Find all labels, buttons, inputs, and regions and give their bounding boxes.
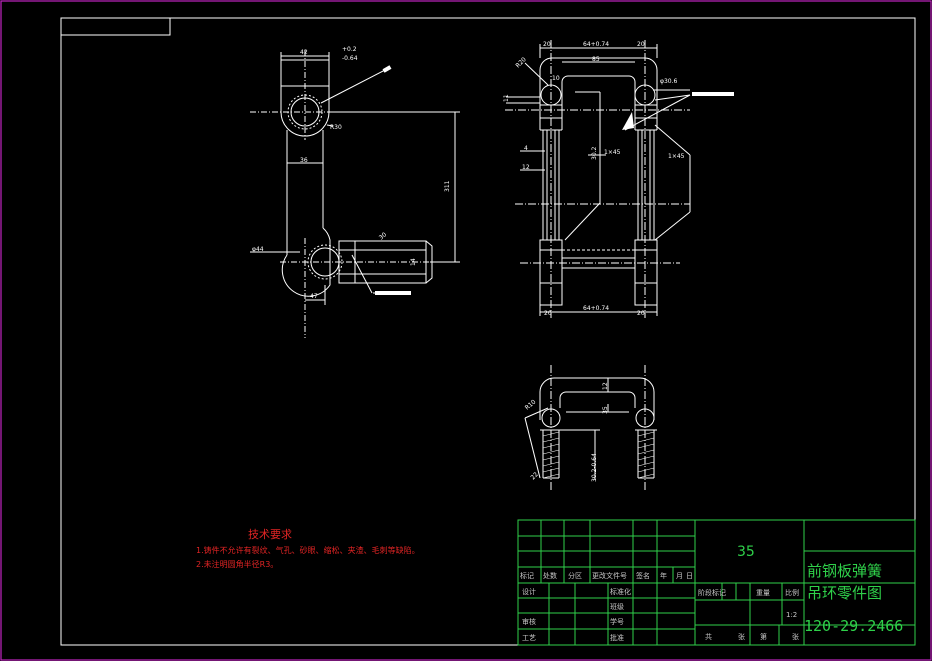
dim-side-bottom-dia: φ44 — [252, 246, 264, 253]
stage-label: 阶段标记 — [698, 588, 726, 597]
dim-bot-35: 35 — [602, 406, 609, 414]
rev-header-month: 月 — [676, 572, 683, 580]
dim-front-bottom-w2: 20 — [637, 310, 645, 317]
role-standardize: 标准化 — [610, 587, 631, 596]
dim-bot-vert: 30.2-0.64 — [591, 453, 598, 482]
role-review: 审核 — [522, 617, 536, 626]
drawing-name-line1: 前钢板弹簧 — [807, 562, 882, 580]
dim-side-tol-upper: +0.2 — [342, 46, 357, 53]
rev-header-sign: 签名 — [636, 571, 650, 580]
dim-front-chamfer2: 1×45 — [604, 149, 621, 156]
drawing-name-line2: 吊环零件图 — [807, 584, 882, 602]
dim-front-top-w2: 20 — [637, 41, 645, 48]
front-leader-flag — [692, 92, 734, 96]
dim-front-dia: φ30.6 — [660, 78, 678, 85]
dim-side-r: R30 — [330, 124, 342, 131]
dim-bot-r: R10 — [524, 398, 538, 411]
front-arrow — [622, 112, 634, 130]
material-value: 35 — [737, 544, 755, 560]
sheet-unit-label-2: 张 — [792, 632, 799, 641]
dim-bot-22: 22 — [529, 471, 539, 481]
corner-code-box — [60, 17, 171, 36]
weight-label: 重量 — [756, 589, 770, 597]
sheet-total-label: 共 — [705, 632, 712, 641]
sheet-num-label: 第 — [760, 632, 767, 641]
dim-front-top-tol: 64+0.74 — [583, 41, 609, 48]
dim-front-chamfer: 1×45 — [668, 153, 685, 160]
technical-requirements: 技术要求 1.铸件不允许有裂纹、气孔、砂眼、缩松、夹渣、毛刺等缺陷。 2.未注明… — [196, 528, 420, 569]
side-view-dims: 42 +0.2 -0.64 R30 36 311 φ44 47 30 14 — [252, 46, 451, 300]
dim-front-vert: 30.2 — [591, 146, 598, 160]
dim-front-left-4: 4 — [524, 145, 528, 152]
dim-front-r: R20 — [514, 56, 527, 69]
dim-side-height: 311 — [444, 180, 451, 192]
dim-front-bottom-tol: 64+0.74 — [583, 305, 609, 312]
dim-side-arm-width: 36 — [300, 157, 308, 164]
dim-front-left-12: 12 — [522, 164, 530, 171]
dim-side-top-width: 42 — [300, 49, 308, 56]
front-view — [505, 40, 691, 318]
rev-header-zone: 分区 — [568, 571, 582, 580]
dim-side-bottom-off: 47 — [310, 293, 318, 300]
rev-header-docno: 更改文件号 — [592, 571, 627, 580]
rev-header-year: 年 — [660, 571, 667, 580]
requirement-line-1: 1.铸件不允许有裂纹、气孔、砂眼、缩松、夹渣、毛刺等缺陷。 — [196, 545, 420, 555]
rev-header-mark: 标记 — [520, 571, 534, 580]
dim-front-inner: 85 — [592, 56, 600, 63]
scale-value: 1:2 — [786, 611, 797, 619]
dim-side-lower-h: 14 — [410, 258, 417, 266]
side-bottom-flag — [375, 291, 411, 295]
drawing-border — [60, 17, 916, 646]
drawing-number: 120-29.2466 — [804, 617, 903, 635]
dim-front-top-w: 20 — [543, 41, 551, 48]
side-view — [250, 50, 460, 338]
requirement-line-2: 2.未注明圆角半径R3。 — [196, 559, 278, 569]
dim-side-lower: 30 — [378, 231, 388, 241]
scale-label: 比例 — [785, 588, 799, 597]
cell-class: 班级 — [610, 602, 624, 611]
bottom-view-hatch — [542, 431, 655, 479]
dim-front-left-11: 11 — [503, 94, 510, 102]
rev-header-count: 处数 — [543, 571, 557, 580]
title-block — [517, 519, 916, 646]
sheet-unit-label: 张 — [738, 632, 745, 641]
bottom-view-dims: R10 12 35 30.2-0.64 22 — [524, 382, 609, 482]
role-approve: 批准 — [610, 633, 624, 642]
requirements-heading: 技术要求 — [248, 528, 292, 541]
side-leader-flag — [382, 65, 392, 73]
dim-front-small: 10 — [552, 75, 560, 82]
title-block-text: 标记 处数 分区 更改文件号 签名 年 月 日 设计 标准化 班级 审核 学号 … — [520, 544, 903, 642]
cell-student-id: 学号 — [610, 617, 624, 626]
dim-front-bottom-w: 20 — [544, 310, 552, 317]
role-design: 设计 — [522, 587, 536, 596]
role-process: 工艺 — [522, 634, 536, 642]
dim-side-tol-lower: -0.64 — [342, 55, 358, 62]
dim-bot-12: 12 — [602, 382, 609, 390]
rev-header-day: 日 — [686, 572, 693, 580]
